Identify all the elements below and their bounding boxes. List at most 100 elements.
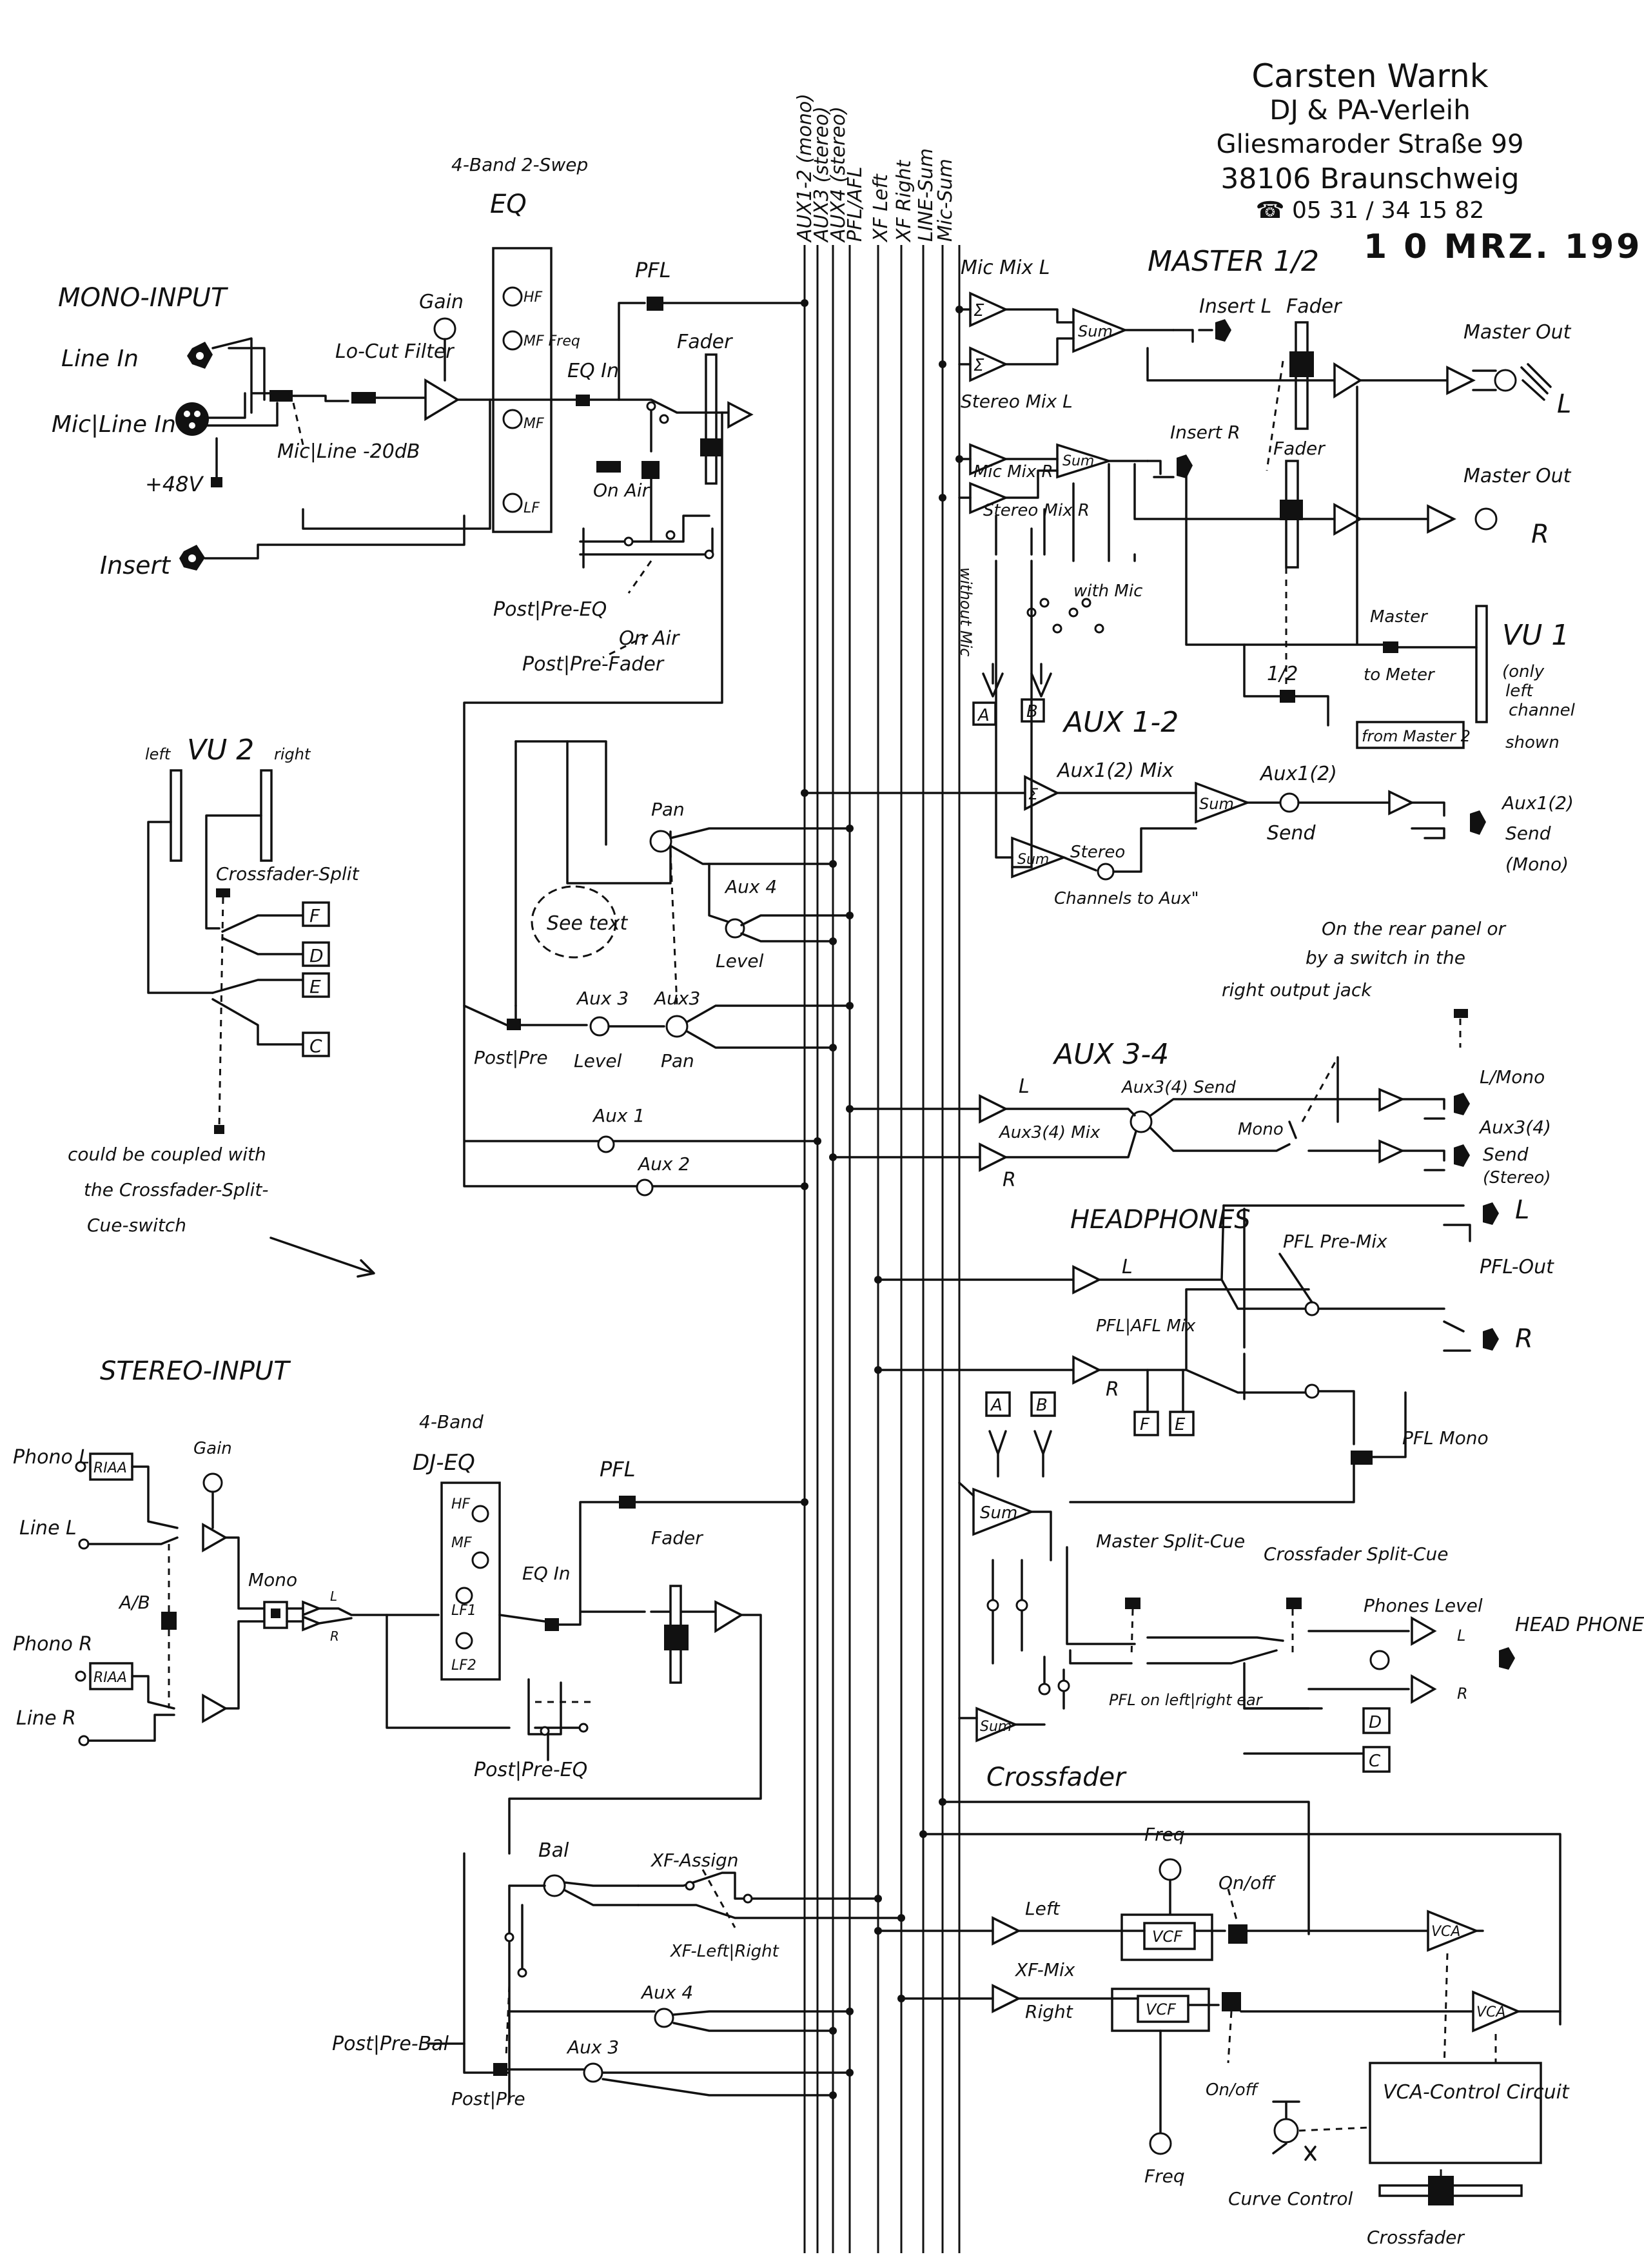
aux34-out-line: (Stereo) <box>1483 1168 1551 1188</box>
on-air-label: On Air <box>593 480 651 501</box>
post-pre-label: Post|Pre <box>474 1047 548 1068</box>
pfl-switch[interactable] <box>647 297 663 311</box>
aux34-send-knob[interactable] <box>1130 1110 1153 1133</box>
stereo-eq-in-switch[interactable] <box>545 1618 559 1631</box>
stereo-l-label: L <box>330 1589 337 1604</box>
gain-knob[interactable] <box>433 317 456 340</box>
aux34-r-summer <box>979 1142 1008 1172</box>
stereo-pfl-switch[interactable] <box>619 1496 636 1509</box>
vcf-bottom <box>1137 1995 1189 2023</box>
stereo-eq-lf2-knob[interactable] <box>455 1632 473 1650</box>
pfl-sum-block <box>972 1487 1035 1536</box>
box-b-headphones <box>1030 1391 1056 1417</box>
mic-line-switch[interactable] <box>269 390 293 402</box>
stereo-r-pre-amp <box>202 1693 228 1724</box>
pfl-out-label: PFL-Out <box>1480 1256 1554 1278</box>
stereo-input-title: STEREO-INPUT <box>100 1356 291 1386</box>
on-air-switch-a[interactable] <box>596 461 621 473</box>
pfl-out-l-jack-icon <box>1483 1202 1499 1225</box>
from-master2-box <box>1356 721 1465 749</box>
xf-split-switch[interactable] <box>216 888 230 897</box>
ab-switch[interactable] <box>161 1612 177 1630</box>
master-r-fader-label: Fader <box>1273 438 1326 459</box>
eq-lf-knob[interactable] <box>502 493 523 513</box>
pan-knob[interactable] <box>649 830 672 853</box>
bus-label: AUX4 (stereo) <box>827 106 850 243</box>
master-half-switch[interactable] <box>1280 690 1295 703</box>
phones-level-knob[interactable] <box>1369 1650 1390 1670</box>
xf-split-cue-switch[interactable] <box>1286 1598 1302 1609</box>
sum-label: Sum <box>1062 453 1094 469</box>
sum-label: Sum <box>980 1719 1012 1735</box>
mono-switch-label: Mono <box>248 1569 297 1590</box>
curve-control-knob[interactable] <box>1273 2118 1299 2144</box>
aux34-l-summer <box>979 1094 1008 1124</box>
pfl-afl-mix-label: PFL|AFL Mix <box>1096 1316 1196 1336</box>
post-pre-switch[interactable] <box>507 1019 521 1030</box>
ab-label: A/B <box>118 1592 150 1613</box>
aux34-out-l-label: L/Mono <box>1480 1066 1545 1088</box>
freq-bottom-knob[interactable] <box>1149 2132 1172 2155</box>
pfl-mono-label-1: PFL Mono <box>1402 1427 1489 1449</box>
riaa-l-box <box>89 1452 133 1481</box>
phantom-switch[interactable] <box>211 477 222 487</box>
aux2-knob[interactable] <box>636 1178 654 1197</box>
phantom-label: +48V <box>145 472 204 496</box>
sum-label: Sum <box>1017 852 1049 868</box>
vu2-right-meter <box>260 769 273 862</box>
eq-mf-freq-knob[interactable] <box>502 330 523 351</box>
vcf-bottom-switch[interactable] <box>1222 1992 1241 2011</box>
pfl-out-r-jack-icon <box>1483 1328 1499 1351</box>
eq-in-switch[interactable] <box>576 395 590 406</box>
locut-switch[interactable] <box>351 392 376 404</box>
master-split-switch[interactable] <box>1125 1598 1140 1609</box>
bus-label: XF Left <box>870 173 892 243</box>
vcf-top-switch[interactable] <box>1228 1924 1248 1944</box>
xlr-jack-icon <box>175 402 209 436</box>
box-label: E <box>1175 1415 1186 1434</box>
stereo-eq-mf-knob[interactable] <box>471 1551 489 1569</box>
aux12-send-knob[interactable] <box>1279 792 1300 813</box>
freq-top-knob[interactable] <box>1159 1858 1182 1881</box>
on-air-switch-b[interactable] <box>641 461 660 479</box>
master-fader-label: Fader <box>1286 295 1342 318</box>
aux34-rear-switch[interactable] <box>1454 1009 1468 1018</box>
aux12-out-amp <box>1388 790 1415 816</box>
box-a-headphones <box>985 1391 1011 1417</box>
micline-pad-label: Mic|Line -20dB <box>277 440 420 463</box>
bus-junctions <box>801 299 963 2099</box>
stereo-eq-band-label: LF2 <box>451 1657 476 1674</box>
master-l-amp <box>1333 362 1363 399</box>
eq-mf-knob[interactable] <box>502 409 523 429</box>
pfl-l-label: L <box>1122 1256 1133 1278</box>
aux34-out-line: Aux3(4) <box>1478 1117 1551 1138</box>
aux1-knob[interactable] <box>597 1135 615 1153</box>
stereo-aux3-knob[interactable] <box>583 2062 603 2083</box>
aux3-level-knob[interactable] <box>589 1016 610 1037</box>
eq-hf-knob[interactable] <box>502 286 523 307</box>
vca-bottom-label: VCA <box>1476 2004 1505 2020</box>
bal-knob[interactable] <box>543 1874 566 1897</box>
line-l-label: Line L <box>19 1517 77 1540</box>
header-street: Gliesmaroder Straße 99 <box>1217 130 1524 159</box>
stereo-eq-lf1-knob[interactable] <box>455 1587 473 1605</box>
aux34-mono-label: Mono <box>1238 1120 1284 1139</box>
aux12-stereo-knob[interactable] <box>1097 863 1115 881</box>
aux12-stereo-note: Channels to Aux" <box>1054 889 1199 908</box>
aux4-knob[interactable] <box>725 918 745 939</box>
aux4-label: Aux 4 <box>724 876 777 897</box>
aux3-pan-knob[interactable] <box>665 1015 689 1038</box>
stereo-gain-knob[interactable] <box>202 1472 223 1493</box>
sigma-label: Σ <box>974 356 984 375</box>
aux34-l-out-amp <box>1378 1088 1405 1112</box>
stereo-eq-hf-knob[interactable] <box>471 1505 489 1523</box>
bus-label: XF Right <box>893 159 915 243</box>
stereo-aux4-knob[interactable] <box>654 2008 674 2028</box>
channel-fader[interactable] <box>705 353 718 485</box>
master-meter-switch[interactable] <box>1383 641 1398 653</box>
curve-control-label: Curve Control <box>1228 2188 1353 2209</box>
vu1-note-line: shown <box>1505 733 1560 752</box>
pfl-mono-switch[interactable] <box>1351 1451 1373 1465</box>
without-mic-label: without Mic <box>957 567 975 656</box>
stereo-post-pre-switch[interactable] <box>493 2063 507 2076</box>
